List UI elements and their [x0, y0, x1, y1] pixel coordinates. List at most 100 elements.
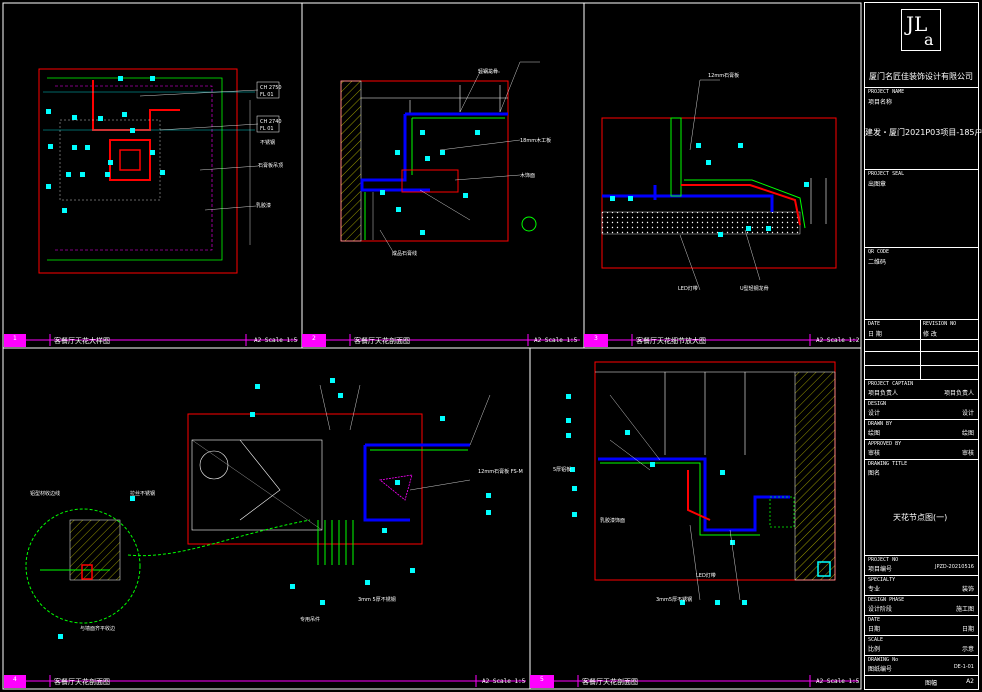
sheet-value: A2 [966, 678, 974, 685]
drawing-no-label: DRAWING No [868, 657, 899, 663]
panel1-scale: A2 Scale 1:5 [254, 337, 298, 344]
design-phase-value: 施工图 [955, 606, 974, 613]
label-note-i: U型轻钢龙骨 [740, 286, 769, 292]
label-note-j: 12mm石膏板 FS-M [478, 469, 523, 475]
drawing-title-label-cn: 图名 [868, 470, 881, 477]
specialty-label: SPECIALTY [868, 577, 896, 583]
qr-code-label: QR CODE [868, 249, 890, 255]
caption-bars [4, 334, 608, 688]
drawing-title-value: 天花节点图(一) [893, 513, 948, 522]
panel5-scale: A2 Scale 1:5 [816, 678, 860, 685]
drawn-label-cn: 绘图 [868, 430, 881, 437]
panel2-scale: A2 Scale 1:5 [534, 337, 578, 344]
captain-label: PROJECT CAPTAIN [868, 381, 914, 387]
scale-label: SCALE [868, 637, 884, 643]
label-note-r: 5厚铝板 [553, 467, 572, 473]
title-block: JL a 厦门名匠佳装饰设计有限公司 PROJECT NAME 项目名称 建发・… [864, 2, 982, 690]
label-ch1: CH 2750 [260, 85, 282, 91]
panel2-caption: 客餐厅天花剖面图 [354, 337, 410, 345]
panel3-scale: A2 Scale 1:2 [816, 337, 860, 344]
date2-value: 日期 [961, 626, 974, 633]
company-name: 厦门名匠佳装饰设计有限公司 [869, 72, 973, 81]
label-note-h: 12mm石膏板 [708, 73, 740, 79]
captain-value: 项目负责人 [943, 390, 974, 397]
label-note-f: 轻钢龙骨 [478, 69, 499, 75]
label-note-q: 与墙面齐平收边 [80, 626, 116, 632]
label-note-s2: LED灯带 [696, 573, 716, 579]
design-value: 设计 [961, 410, 974, 417]
label-note-p: 3mm5厚不锈钢 [656, 597, 693, 603]
date2-label: DATE [868, 617, 881, 623]
date2-label-cn: 日期 [868, 626, 881, 633]
approved-label: APPROVED BY [868, 441, 902, 447]
sheet-label: 图幅 [925, 680, 938, 687]
label-note-o: 铝型材收边线 [30, 491, 61, 497]
drawing-no-value: DE-1-01 [953, 664, 974, 670]
panel3-caption: 客餐厅天花细节放大图 [636, 337, 706, 345]
label-note-b: 石膏板吊顶 [258, 163, 284, 169]
logo-letters-top: JL [906, 12, 928, 36]
panel5-caption: 客餐厅天花剖面图 [582, 678, 638, 686]
label-note-g: 成品石膏线 [392, 251, 418, 257]
label-note-k: 拉丝不锈钢 [130, 491, 156, 497]
label-note-n: 乳胶漆饰面 [600, 518, 626, 524]
scale-label-cn: 比例 [868, 646, 881, 653]
panel1-ceiling-plan [38, 68, 280, 274]
label-note-s: LED灯带 [678, 286, 698, 292]
caption-lines [26, 334, 858, 687]
label-note-e: 18mm木工板 [520, 138, 552, 144]
scale-value: 示意 [961, 646, 974, 653]
drawing-canvas [2, 2, 862, 690]
panel4-caption: 客餐厅天花剖面图 [54, 678, 110, 686]
panel1-number: 1 [13, 335, 17, 342]
panel4-number: 4 [13, 676, 17, 683]
drawing-no-label-cn: 图纸编号 [868, 666, 893, 673]
panel4-scale: A2 Scale 1:5 [482, 678, 526, 685]
label-fl1: FL 01 [260, 92, 274, 98]
label-note-c: 乳胶漆 [256, 203, 272, 209]
drawn-label: DRAWN BY [868, 421, 893, 427]
design-phase-label-cn: 设计阶段 [868, 606, 893, 613]
drawing-title-label: DRAWING TITLE [868, 461, 908, 467]
label-ch2: CH 2740 [260, 119, 282, 125]
revision-label-cn: 修 改 [923, 331, 937, 338]
drawn-value: 绘图 [961, 430, 974, 437]
label-note-d: 木饰面 [520, 173, 536, 179]
date-label: DATE [868, 321, 881, 327]
label-note-l: 专用吊件 [300, 617, 321, 623]
label-fl2: FL 01 [260, 126, 274, 132]
panel-frames [2, 2, 862, 690]
approved-value: 审核 [961, 450, 974, 457]
design-label: DESIGN [868, 401, 887, 407]
date-label-cn: 日 期 [868, 331, 882, 338]
label-note-a: 不锈钢 [260, 140, 276, 146]
project-name-label: PROJECT NAME [868, 89, 905, 95]
revision-label: REVISION NO [923, 321, 957, 327]
project-seal-label: PROJECT SEAL [868, 171, 905, 177]
design-phase-label: DESIGN PHASE [868, 597, 905, 603]
panel3-number: 3 [594, 335, 598, 342]
panel3-detail [601, 117, 837, 269]
project-no-label: PROJECT NO [868, 557, 899, 563]
captain-label-cn: 项目负责人 [868, 390, 899, 397]
qr-code-label-cn: 二维码 [868, 259, 887, 266]
project-seal-label-cn: 出图章 [868, 181, 887, 188]
project-name-value: 建发・厦门2021P03项目-185户型 [865, 128, 982, 137]
project-no-value: JPZD-20210516 [934, 564, 974, 570]
panel2-number: 2 [312, 335, 316, 342]
approved-label-cn: 审核 [868, 450, 881, 457]
specialty-value: 装饰 [961, 586, 974, 593]
panel1-caption: 客餐厅天花大样图 [54, 337, 110, 345]
project-name-label-cn: 项目名称 [868, 99, 893, 106]
leader-lines [139, 61, 761, 601]
company-logo: JL a [901, 9, 941, 51]
panel5-number: 5 [540, 676, 544, 683]
specialty-label-cn: 专业 [868, 586, 881, 593]
project-no-label-cn: 项目编号 [868, 566, 893, 573]
panel2-section [340, 80, 537, 242]
panel4-section [25, 378, 491, 639]
design-label-cn: 设计 [868, 410, 881, 417]
panel5-section [566, 361, 836, 605]
logo-letter-bottom: a [924, 30, 934, 49]
label-note-m: 3mm 5厚不锈钢 [358, 597, 396, 603]
